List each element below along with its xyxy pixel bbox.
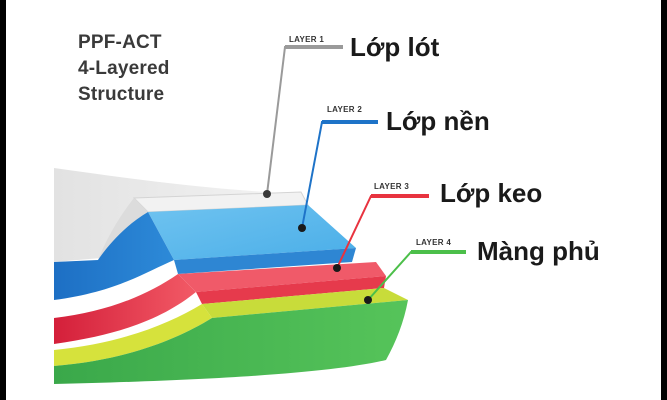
- layer-4-top-shape: [202, 288, 408, 318]
- layer-2-front-shape: [174, 248, 356, 274]
- layer-4-name: Màng phủ: [477, 236, 600, 266]
- layer-1-marker-dot: [263, 190, 271, 198]
- layer-3-name: Lớp keo: [440, 178, 543, 208]
- layer-4-tag: LAYER 4: [416, 238, 452, 247]
- layer-4-yellow-side: [54, 304, 212, 366]
- layer-2-marker-dot: [298, 224, 306, 232]
- layer-3-marker-dot: [333, 264, 341, 272]
- diagram-title: PPF-ACT 4-Layered Structure: [78, 30, 170, 108]
- layer-1-name: Lớp lót: [350, 32, 440, 62]
- layer-3-side-shape: [54, 274, 196, 344]
- title-line-3: Structure: [78, 84, 165, 105]
- substrate-base-shape: [54, 168, 306, 262]
- layer-structure-illustration: [54, 45, 466, 384]
- layer-1-tag: LAYER 1: [289, 35, 325, 44]
- title-line-2: 4-Layered: [78, 58, 170, 79]
- layer-2-side-shape: [54, 212, 174, 300]
- layer-2-tag: LAYER 2: [327, 105, 363, 114]
- title-line-1: PPF-ACT: [78, 32, 162, 53]
- layer-2-name: Lớp nền: [386, 106, 490, 136]
- diagram-canvas: PPF-ACT 4-Layered Structure: [6, 0, 661, 400]
- layer-4-body-shape: [54, 300, 408, 384]
- layer-4-marker-dot: [364, 296, 372, 304]
- layer-3-tag: LAYER 3: [374, 182, 410, 191]
- layer-3-front-shape: [196, 276, 386, 304]
